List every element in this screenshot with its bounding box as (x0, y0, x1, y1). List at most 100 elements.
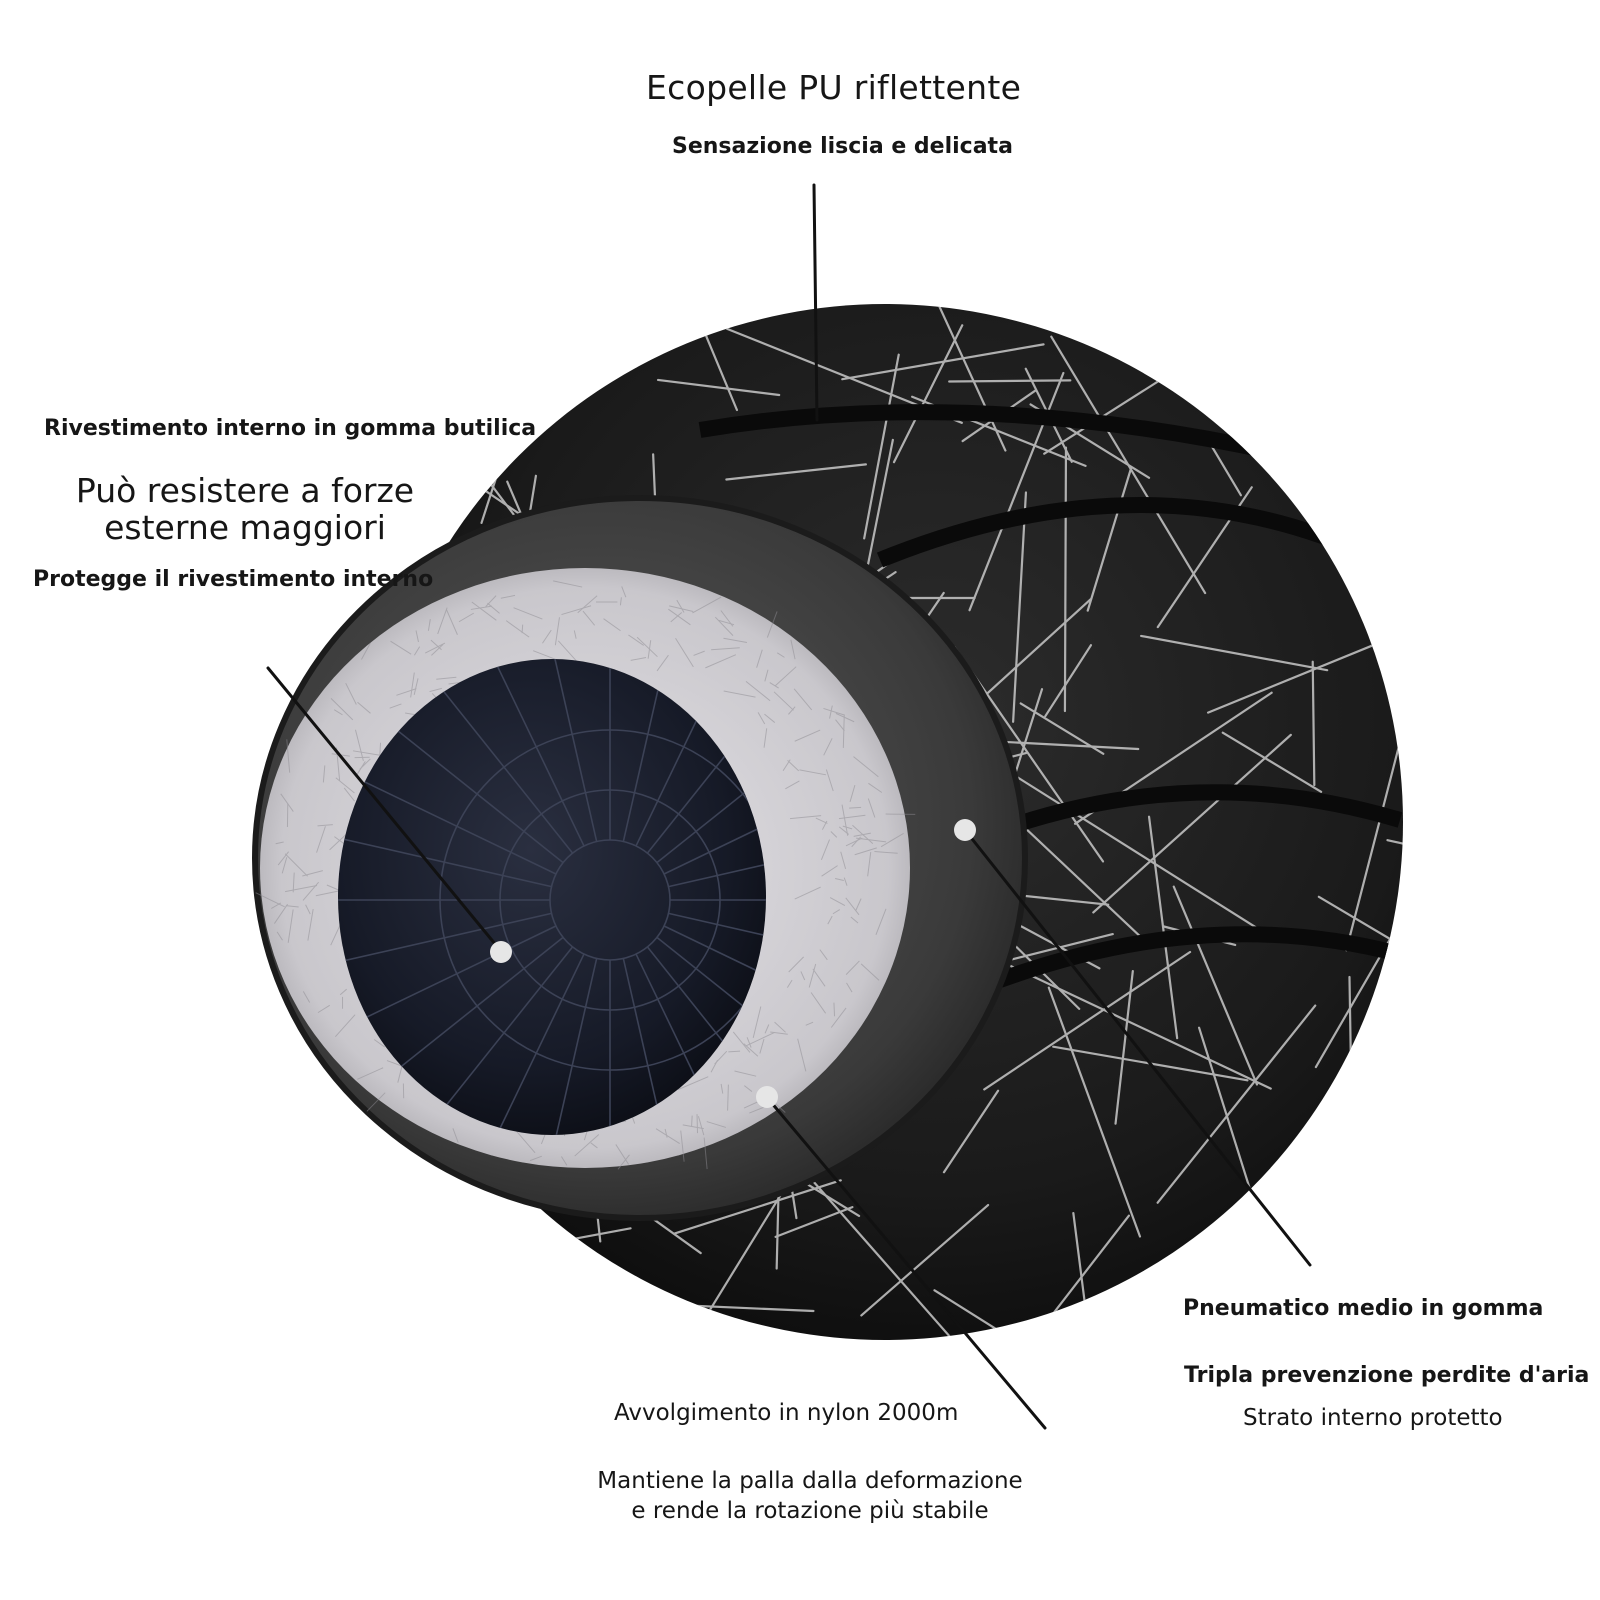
nylon-fiber (630, 657, 647, 661)
nylon-fiber (867, 798, 876, 818)
pattern-stroke (993, 762, 1265, 934)
nylon-fiber (553, 580, 583, 588)
nylon-fiber (833, 1002, 836, 1017)
bladder-rib (663, 925, 766, 1040)
nylon-fiber (413, 646, 421, 656)
pattern-stroke (1208, 442, 1242, 497)
pattern-stroke (1084, 1294, 1313, 1340)
nylon-fiber (621, 586, 627, 598)
nylon-fiber (692, 596, 722, 614)
nylon-fiber (500, 594, 516, 599)
nylon-fiber (302, 881, 320, 901)
nylon-fiber (415, 630, 419, 643)
pattern-stroke (1000, 960, 1272, 1090)
marker-dot-bladder (490, 941, 512, 963)
nylon-fiber (590, 1142, 598, 1149)
nylon-fiber (805, 1021, 814, 1026)
nylon-fiber (720, 610, 734, 627)
nylon-fiber (855, 898, 862, 911)
pattern-stroke (1140, 634, 1329, 672)
nylon-fiber (628, 634, 644, 646)
nylon-fiber (797, 1038, 807, 1072)
nylon-fiber (603, 618, 621, 632)
nylon-fiber (424, 642, 446, 654)
pattern-stroke (948, 379, 1072, 383)
nylon-fiber (354, 729, 364, 761)
nylon-fiber (752, 1006, 762, 1038)
pattern-stroke (1393, 1087, 1403, 1140)
marker-dot-nylon (756, 1086, 778, 1108)
pattern-stroke (1063, 446, 1068, 713)
nylon-fiber (812, 968, 826, 987)
nylon-fiber (373, 1039, 386, 1048)
nylon-fiber (838, 826, 850, 835)
nylon-fiber (307, 908, 314, 941)
tire-line-1: Tripla prevenzione perdite d'aria (1184, 1363, 1590, 1388)
nylon-fiber (284, 884, 318, 893)
nylon-fiber (430, 639, 442, 651)
nylon-fiber (277, 851, 290, 866)
nylon-fiber (827, 915, 833, 925)
nylon-fiber (764, 1024, 770, 1034)
nylon-fiber (786, 979, 793, 988)
nylon-fiber (302, 991, 311, 1003)
nylon-fiber (471, 601, 497, 621)
nylon-fiber (281, 857, 288, 874)
nylon-fiber (436, 676, 457, 680)
callout-line-tire (963, 828, 1312, 1267)
outer-layer-title: Ecopelle PU riflettente (646, 68, 1022, 107)
lining-heading: Rivestimento interno in gomma butilica (44, 416, 537, 441)
nylon-fiber (330, 698, 354, 721)
nylon-fiber (286, 739, 291, 773)
nylon-fiber (789, 815, 822, 820)
nylon-fiber (255, 892, 285, 908)
pattern-stroke (1206, 640, 1385, 714)
tire-heading: Pneumatico medio in gomma (1183, 1296, 1544, 1321)
nylon-fiber (682, 1124, 704, 1130)
pattern-stroke (1221, 731, 1323, 793)
nylon-fiber (720, 1083, 724, 1094)
nylon-fiber (823, 707, 845, 716)
nylon-fiber (774, 1021, 786, 1033)
nylon-fiber (677, 1076, 709, 1091)
nylon-fiber (487, 602, 500, 614)
nylon-fiber (854, 847, 877, 856)
bladder-rib (538, 958, 598, 1135)
nylon-fiber (557, 640, 579, 663)
bladder-ring (439, 729, 766, 1071)
pattern-stroke (1114, 970, 1134, 1125)
bladder-rib (668, 828, 766, 888)
nylon-fiber (835, 719, 845, 732)
nylon-fiber (697, 1116, 705, 1136)
nylon-fiber (769, 682, 779, 689)
bladder-rib (635, 659, 750, 847)
nylon-fiber (357, 701, 371, 714)
nylon-fiber (842, 825, 853, 830)
nylon-fiber (880, 832, 904, 848)
nylon-fiber (680, 1130, 685, 1162)
nylon-fiber (788, 706, 796, 715)
nylon-description: Mantiene la palla dalla deformazione e r… (560, 1466, 1060, 1526)
nylon-fiber (513, 607, 543, 620)
nylon-fiber (830, 1007, 847, 1028)
nylon-fiber (853, 756, 879, 778)
nylon-fiber (334, 1014, 356, 1038)
bladder-rib (538, 659, 598, 842)
nylon-fiber (860, 963, 880, 981)
pattern-stroke (1066, 307, 1176, 322)
nylon-fiber (427, 619, 431, 631)
nylon-fiber (316, 826, 326, 853)
nylon-fiber (756, 649, 763, 668)
nylon-fiber (820, 839, 831, 861)
pattern-stroke (556, 338, 616, 373)
pattern-stroke (1395, 1237, 1403, 1340)
nylon-fiber (825, 769, 834, 792)
nylon-fiber (437, 607, 448, 635)
nylon-fiber (785, 780, 800, 790)
pattern-stroke (1086, 467, 1133, 612)
nylon-fiber (723, 637, 748, 643)
nylon-fiber (853, 832, 871, 837)
pattern-stroke (1147, 815, 1179, 1040)
nylon-fiber (705, 654, 737, 669)
nylon-fiber (849, 784, 856, 803)
